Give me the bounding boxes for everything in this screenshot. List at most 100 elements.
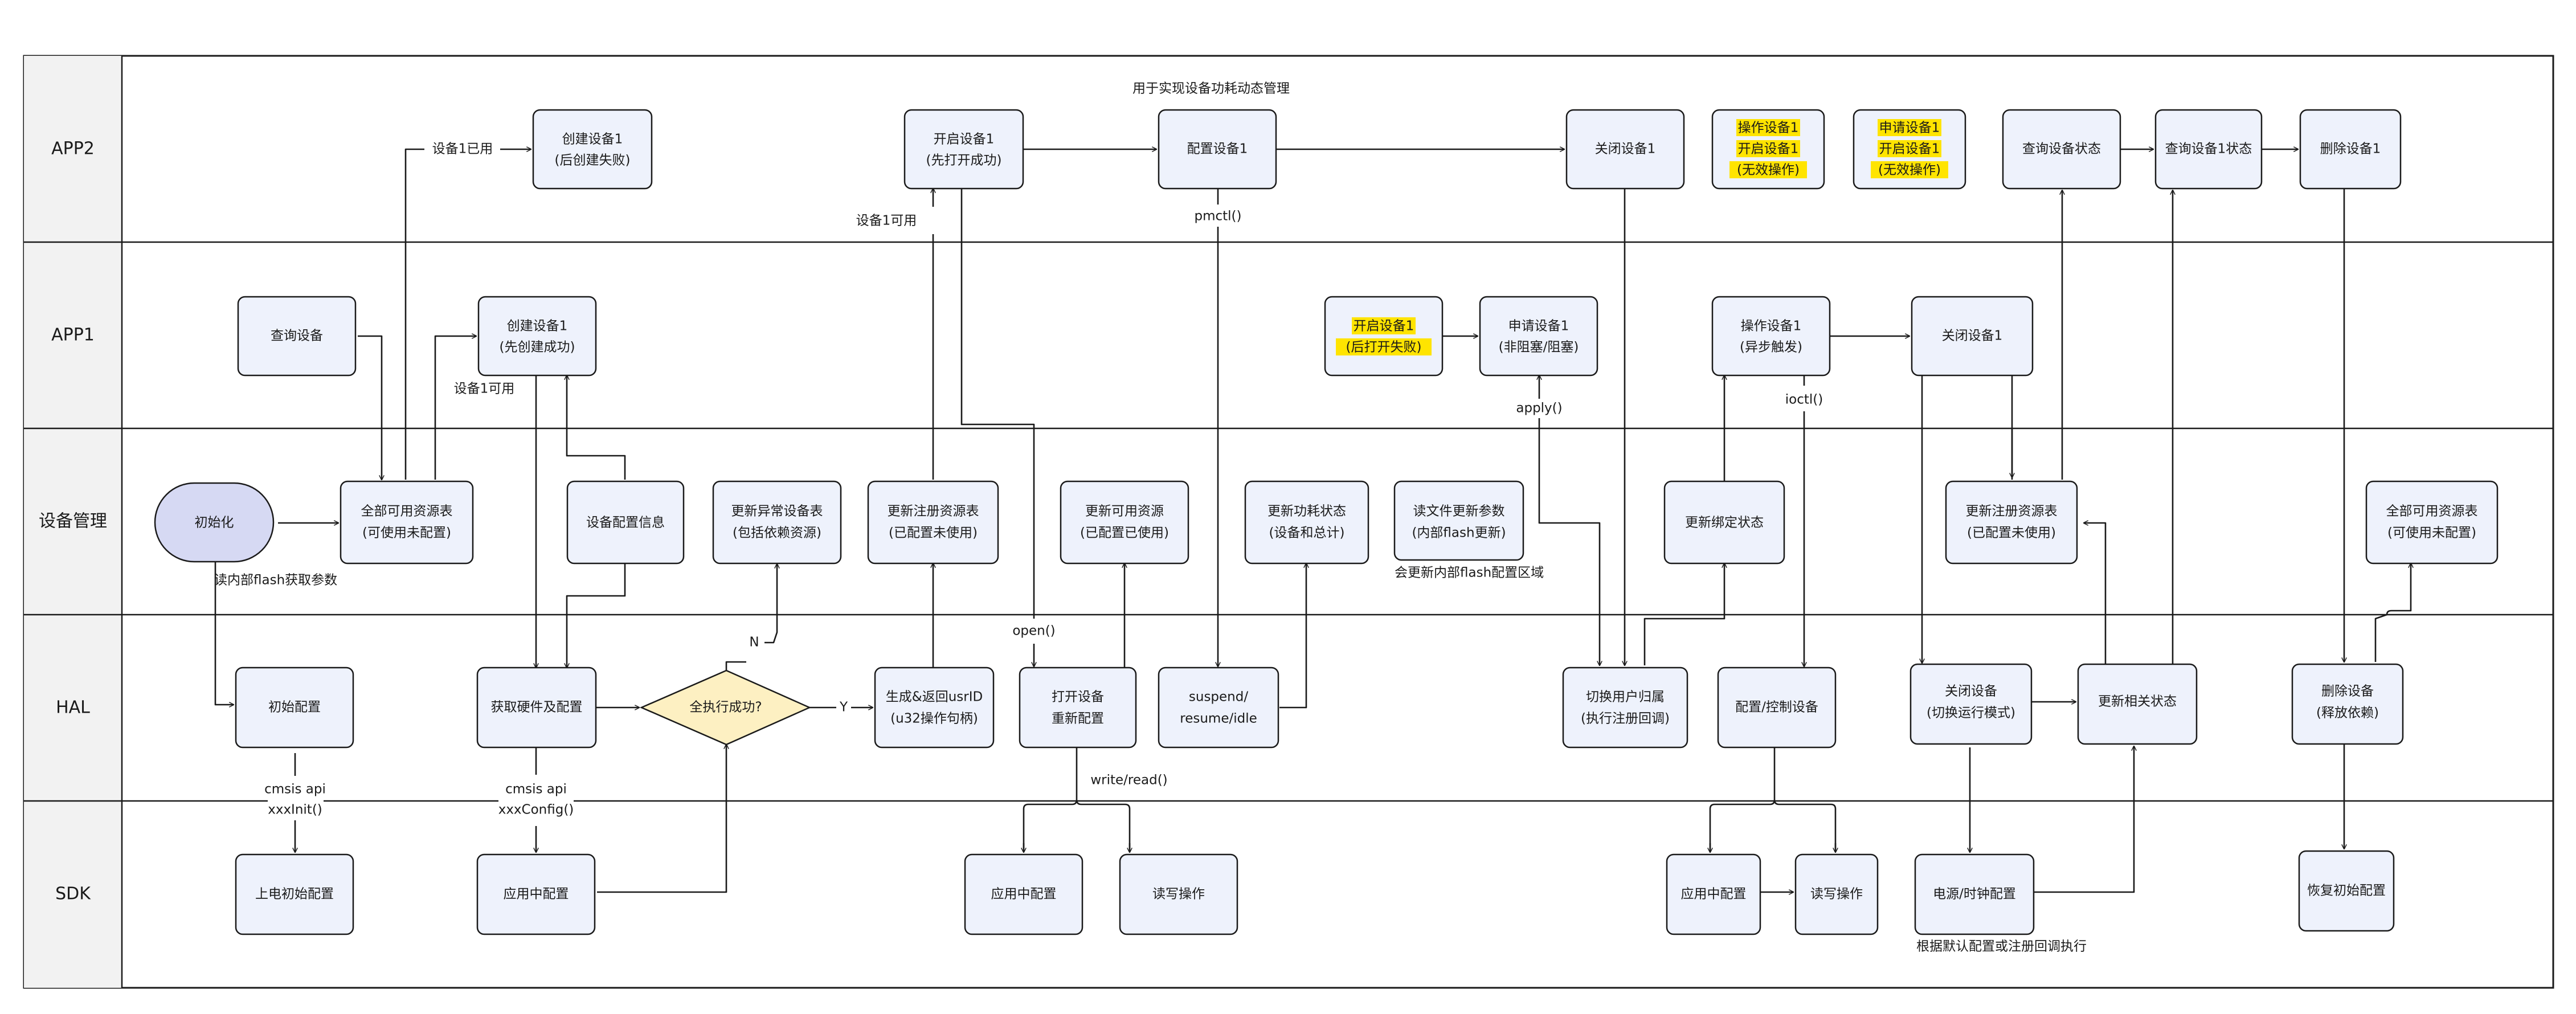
- node-line: (包括依赖资源): [733, 526, 821, 541]
- node-line: (可使用未配置): [362, 526, 451, 541]
- label-xxxconfig: xxxConfig(): [498, 803, 574, 817]
- edge-app2-open-to-hal-open: [960, 189, 1035, 619]
- nodes: 创建设备1 (后创建失败) 开启设备1 (先打开成功) 配置设备1 关闭设备1 …: [154, 109, 2499, 935]
- node-line: 查询设备状态: [2022, 142, 2101, 157]
- node-line: (已配置未使用): [1967, 526, 2056, 541]
- node-line: 查询设备: [271, 329, 323, 344]
- node-mgr-config-info: 设备配置信息: [566, 480, 685, 565]
- node-hal-initial-config: 初始配置: [235, 667, 354, 749]
- label-xxxinit: xxxInit(): [268, 803, 322, 817]
- label-dev1-available-mid: 设备1可用: [454, 382, 515, 396]
- lane-label-device-management: 设备管理: [39, 512, 107, 531]
- node-line: 查询设备1状态: [2165, 142, 2252, 157]
- node-app1-create-device: 创建设备1 (先创建成功): [477, 296, 597, 377]
- node-line: 上电初始配置: [255, 887, 334, 902]
- node-line: 配置设备1: [1187, 142, 1248, 157]
- node-line: 操作设备1: [1738, 121, 1799, 136]
- label-dynamic-power: 用于实现设备功耗动态管理: [1132, 81, 1290, 96]
- node-line: 更新可用资源: [1085, 504, 1164, 519]
- swimlane-frame: [23, 55, 2554, 989]
- node-line: 开启设备1: [1354, 319, 1414, 334]
- label-update-flash: 会更新内部flash配置区域: [1395, 566, 1544, 580]
- lane-label-app2: APP2: [51, 139, 95, 159]
- node-app2-open-device: 开启设备1 (先打开成功): [903, 109, 1024, 190]
- node-line: 删除设备1: [2320, 142, 2381, 157]
- node-line: 打开设备: [1052, 690, 1104, 705]
- node-mgr-available-resources: 更新可用资源 (已配置已使用): [1060, 480, 1189, 565]
- node-hal-decision: 全执行成功?: [639, 669, 812, 746]
- node-hal-switch-owner: 切换用户归属 (执行注册回调): [1562, 667, 1688, 749]
- node-line: 配置/控制设备: [1735, 700, 1818, 715]
- node-app2-query-status: 查询设备状态: [2002, 109, 2121, 190]
- node-app2-create-device: 创建设备1 (后创建失败): [532, 109, 653, 190]
- edge-hal-open-split: [1023, 747, 1131, 852]
- label-write-read: write/read(): [1090, 773, 1167, 788]
- node-line: 更新功耗状态: [1267, 504, 1346, 519]
- label-open: open(): [1012, 624, 1055, 639]
- node-line: (后打开失败): [1346, 340, 1422, 355]
- node-line: 全执行成功?: [689, 700, 762, 715]
- edge-ctrl-split: [1709, 747, 1837, 852]
- node-hal-config-control: 配置/控制设备: [1717, 667, 1837, 749]
- edge-decision-n-to-abn: [725, 661, 746, 670]
- node-hal-close-device: 关闭设备 (切换运行模式): [1909, 663, 2033, 745]
- node-hal-get-hw-config: 获取硬件及配置: [476, 667, 597, 749]
- node-sdk-power-clock-config: 电源/时钟配置: [1914, 853, 2035, 935]
- node-mgr-all-resources: 全部可用资源表 (可使用未配置): [340, 480, 474, 565]
- label-decision-n: N: [749, 635, 759, 650]
- node-sdk-apply-config-3: 应用中配置: [1666, 853, 1761, 935]
- node-line: 初始化: [195, 516, 234, 530]
- node-line: (内部flash更新): [1412, 526, 1506, 541]
- node-line: 关闭设备1: [1942, 329, 2003, 344]
- edge-cfginfo-to-app1-create: [567, 375, 626, 480]
- node-app2-close-device: 关闭设备1: [1565, 109, 1685, 190]
- node-mgr-bind-status: 更新绑定状态: [1663, 480, 1785, 565]
- label-cmsis-api-2: cmsis api: [505, 782, 567, 797]
- node-app1-open-device: 开启设备1 (后打开失败): [1324, 296, 1444, 377]
- node-mgr-register-table: 更新注册资源表 (已配置未使用): [867, 480, 999, 565]
- label-cmsis-api-1: cmsis api: [264, 782, 326, 797]
- edge-n-to-abn: [764, 564, 777, 644]
- node-line: (先打开成功): [926, 153, 1002, 168]
- node-line: 应用中配置: [504, 887, 569, 902]
- node-hal-delete-device: 删除设备 (释放依赖): [2291, 663, 2404, 745]
- node-line: 申请设备1: [1879, 121, 1940, 136]
- edge-all-to-app2-create: [404, 148, 424, 480]
- node-app1-close-device: 关闭设备1: [1911, 296, 2034, 377]
- node-line: 删除设备: [2321, 684, 2374, 699]
- node-line: (设备和总计): [1269, 526, 1345, 541]
- node-line: resume/idle: [1180, 712, 1257, 726]
- node-line: 生成&返回usrID: [886, 690, 983, 705]
- node-hal-update-status: 更新相关状态: [2077, 663, 2198, 745]
- node-line: (无效操作): [1737, 163, 1800, 178]
- node-app2-request-device: 申请设备1 开启设备1 (无效操作): [1853, 109, 1966, 190]
- node-sdk-power-on-config: 上电初始配置: [235, 853, 354, 935]
- lane-label-hal: HAL: [56, 698, 90, 718]
- node-mgr-init: 初始化: [154, 482, 275, 563]
- node-line: suspend/: [1189, 690, 1248, 705]
- node-line: (执行注册回调): [1581, 712, 1670, 726]
- edge-query-to-all: [358, 335, 382, 480]
- edge-cfginfo-to-getcfg: [567, 562, 626, 668]
- node-line: 开启设备1: [1879, 142, 1940, 157]
- node-line: 读文件更新参数: [1413, 504, 1505, 519]
- label-default-config: 根据默认配置或注册回调执行: [1916, 939, 2087, 954]
- edge-pwrclk-to-upd: [2034, 746, 2134, 893]
- edge-labels: 用于实现设备功耗动态管理 设备1已用 设备1可用 pmctl() 设备1可用 a…: [214, 81, 2087, 954]
- node-line: 申请设备1: [1508, 319, 1569, 334]
- node-line: 更新注册资源表: [1966, 504, 2058, 519]
- node-sdk-read-write-1: 读写操作: [1119, 853, 1238, 935]
- node-line: 初始配置: [268, 700, 321, 715]
- node-sdk-restore-initial-config: 恢复初始配置: [2298, 850, 2395, 932]
- node-line: 电源/时钟配置: [1933, 887, 2016, 902]
- node-line: (异步触发): [1740, 340, 1802, 355]
- node-line: 应用中配置: [1681, 887, 1747, 902]
- lane-headers: APP2 APP1 设备管理 HAL SDK: [39, 139, 107, 904]
- node-line: 创建设备1: [562, 132, 623, 147]
- edge-apply-to-switch: [1538, 417, 1600, 665]
- node-line: 恢复初始配置: [2307, 884, 2386, 898]
- node-line: 读写操作: [1810, 887, 1863, 902]
- node-app1-apply-device: 申请设备1 (非阻塞/阻塞): [1479, 296, 1598, 377]
